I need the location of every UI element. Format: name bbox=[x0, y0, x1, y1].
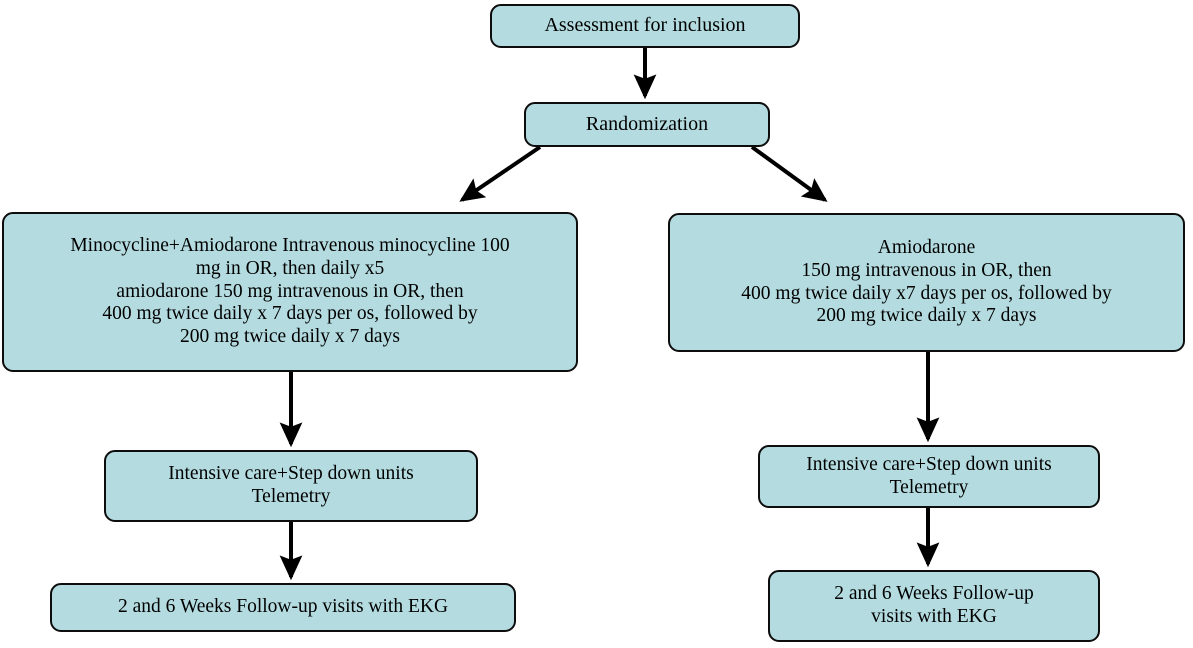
node-followup-visits-right[interactable]: 2 and 6 Weeks Follow-up visits with EKG bbox=[768, 570, 1100, 642]
node-intensive-care-left-label: Intensive care+Step down units Telemetry bbox=[168, 463, 414, 507]
node-minocycline-amiodarone-label: Minocycline+Amiodarone Intravenous minoc… bbox=[70, 234, 510, 348]
node-randomization-label: Randomization bbox=[585, 112, 709, 135]
node-intensive-care-right-label: Intensive care+Step down units Telemetry bbox=[806, 453, 1052, 498]
node-assessment-for-inclusion[interactable]: Assessment for inclusion bbox=[490, 4, 800, 48]
edge-randomization-to-combo bbox=[459, 145, 542, 202]
node-followup-visits-left[interactable]: 2 and 6 Weeks Follow-up visits with EKG bbox=[50, 583, 516, 632]
node-assessment-label: Assessment for inclusion bbox=[544, 14, 746, 37]
node-followup-visits-right-label: 2 and 6 Weeks Follow-up visits with EKG bbox=[834, 583, 1034, 627]
node-amiodarone-arm[interactable]: Amiodarone 150 mg intravenous in OR, the… bbox=[668, 213, 1185, 352]
node-intensive-care-right[interactable]: Intensive care+Step down units Telemetry bbox=[758, 445, 1100, 508]
node-randomization[interactable]: Randomization bbox=[524, 102, 770, 147]
node-followup-visits-left-label: 2 and 6 Weeks Follow-up visits with EKG bbox=[117, 596, 449, 618]
node-intensive-care-left[interactable]: Intensive care+Step down units Telemetry bbox=[104, 450, 478, 522]
node-amiodarone-label: Amiodarone 150 mg intravenous in OR, the… bbox=[741, 236, 1112, 327]
edge-randomization-to-amiodarone bbox=[750, 145, 828, 202]
node-minocycline-amiodarone-arm[interactable]: Minocycline+Amiodarone Intravenous minoc… bbox=[2, 212, 578, 372]
